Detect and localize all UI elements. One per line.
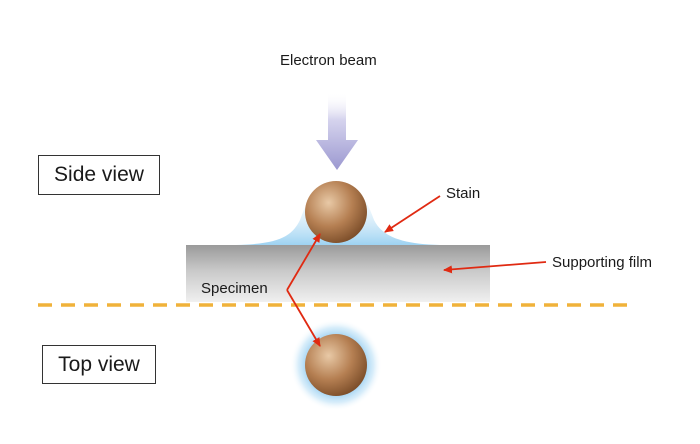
supporting-film-label: Supporting film [552,254,653,271]
specimen-sphere-side [305,181,367,243]
specimen-pointer-arrow-top [286,289,321,347]
stain-label: Stain [446,185,481,202]
electron-beam-arrow [316,92,358,170]
top-view-box: Top view [42,345,156,384]
specimen-sphere-top [305,334,367,396]
top-view-label: Top view [58,352,140,376]
supporting-film [186,245,490,302]
side-view-box: Side view [38,155,160,195]
stain-pointer-arrow [384,195,441,233]
specimen-label: Specimen [201,280,268,297]
film-pointer-arrow [443,261,547,274]
side-view-label: Side view [54,163,144,186]
electron-beam-label: Electron beam [280,52,377,69]
specimen-pointer-arrow-side [286,233,321,291]
